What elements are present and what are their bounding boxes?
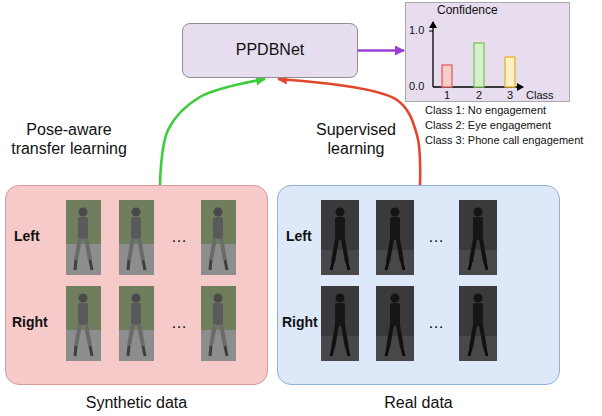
real-frame: [376, 200, 414, 275]
class-description: Class 2: Eye engagement: [425, 119, 551, 131]
class-description: Class 1: No engagement: [425, 104, 546, 116]
axis-tick: [429, 31, 433, 32]
real-frame: [459, 286, 497, 361]
node-text: …: [171, 314, 187, 332]
edge-label: Pose-aware transfer learning: [3, 120, 135, 158]
flow-arrow: [358, 49, 404, 51]
bar-chart: [406, 3, 571, 103]
node-text: Right: [282, 314, 318, 330]
node-text: 0.0: [409, 80, 424, 93]
node-text: Left: [14, 228, 40, 244]
synthetic-frame: [119, 286, 154, 361]
node-text: …: [171, 228, 187, 246]
real-data-panel: Left…Right…Real data: [277, 185, 560, 385]
thumbnail-strip: [278, 186, 561, 386]
output-chart-panel: Confidence 1.0 0.0 1 2 3 Class: [405, 2, 570, 102]
bar: [442, 65, 452, 87]
edge-label: Supervised learning: [311, 120, 401, 158]
panel-caption: Real data: [278, 394, 559, 412]
class-description: Class 3: Phone call engagement: [425, 134, 583, 146]
synthetic-data-panel: Left…Right…Synthetic data: [5, 185, 268, 385]
panel-caption: Synthetic data: [6, 394, 267, 412]
real-frame: [321, 200, 359, 275]
synthetic-frame: [119, 200, 154, 275]
node-text: 1.0: [409, 24, 424, 37]
real-frame: [459, 200, 497, 275]
node-text: Confidence: [437, 4, 498, 18]
node-text: …: [428, 314, 444, 332]
node-text: 3: [507, 89, 513, 102]
node-text: Class: [526, 89, 554, 102]
bar: [474, 43, 484, 87]
node-text: 2: [476, 89, 482, 102]
node-title: PPDBNet: [236, 41, 304, 59]
node-text: Right: [12, 314, 48, 330]
thumbnail-strip: [6, 186, 269, 386]
synthetic-frame: [201, 286, 236, 361]
node-text: 1: [444, 89, 450, 102]
bar: [505, 57, 515, 87]
real-frame: [376, 286, 414, 361]
flow-arrow: [278, 79, 420, 185]
y-axis: [432, 22, 433, 87]
node-text: …: [428, 228, 444, 246]
synthetic-frame: [66, 200, 101, 275]
model-box: PPDBNet: [182, 23, 358, 78]
flow-arrow: [160, 79, 265, 185]
synthetic-frame: [201, 200, 236, 275]
node-text: Left: [286, 228, 312, 244]
real-frame: [321, 286, 359, 361]
synthetic-frame: [66, 286, 101, 361]
